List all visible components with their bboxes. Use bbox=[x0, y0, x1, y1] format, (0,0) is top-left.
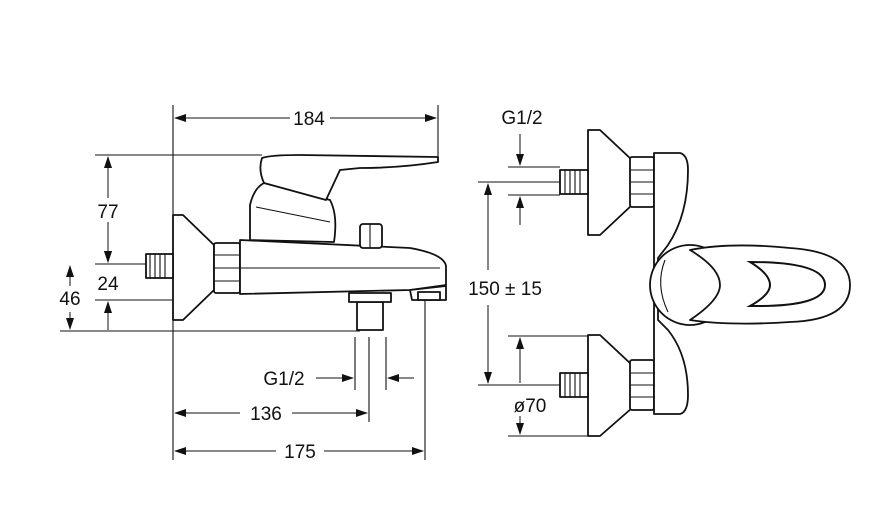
front-lever-opening bbox=[746, 260, 827, 308]
side-view: 184 77 24 46 G1/2 136 175 bbox=[59, 105, 447, 463]
side-cartridge bbox=[249, 182, 337, 243]
side-lever-handle bbox=[259, 154, 439, 201]
dim-label-diameter: ø70 bbox=[514, 396, 547, 417]
dim-label-thread-side: G1/2 bbox=[263, 369, 304, 390]
side-aerator bbox=[417, 291, 441, 301]
front-lower-rosette bbox=[587, 334, 633, 437]
dim-label-136: 136 bbox=[250, 404, 282, 425]
dim-label-77: 77 bbox=[97, 202, 118, 223]
diverter-knob bbox=[359, 223, 383, 249]
bath-outlet-collar bbox=[348, 292, 392, 303]
front-upper-pipe bbox=[559, 169, 589, 195]
dim-label-175: 175 bbox=[284, 442, 316, 463]
front-body bbox=[653, 152, 689, 415]
dim-label-46: 46 bbox=[59, 289, 80, 310]
front-view: G1/2 150 ± 15 ø70 bbox=[468, 108, 851, 437]
dim-label-184: 184 bbox=[293, 109, 325, 130]
dim-label-thread-front: G1/2 bbox=[501, 108, 542, 129]
dim-label-spacing: 150 ± 15 bbox=[468, 279, 542, 300]
bath-outlet bbox=[356, 301, 384, 331]
front-upper-rosette bbox=[587, 129, 633, 236]
side-body bbox=[239, 239, 447, 295]
side-rosette bbox=[172, 214, 215, 321]
front-lower-pipe bbox=[559, 372, 589, 398]
dim-label-24: 24 bbox=[97, 274, 119, 295]
